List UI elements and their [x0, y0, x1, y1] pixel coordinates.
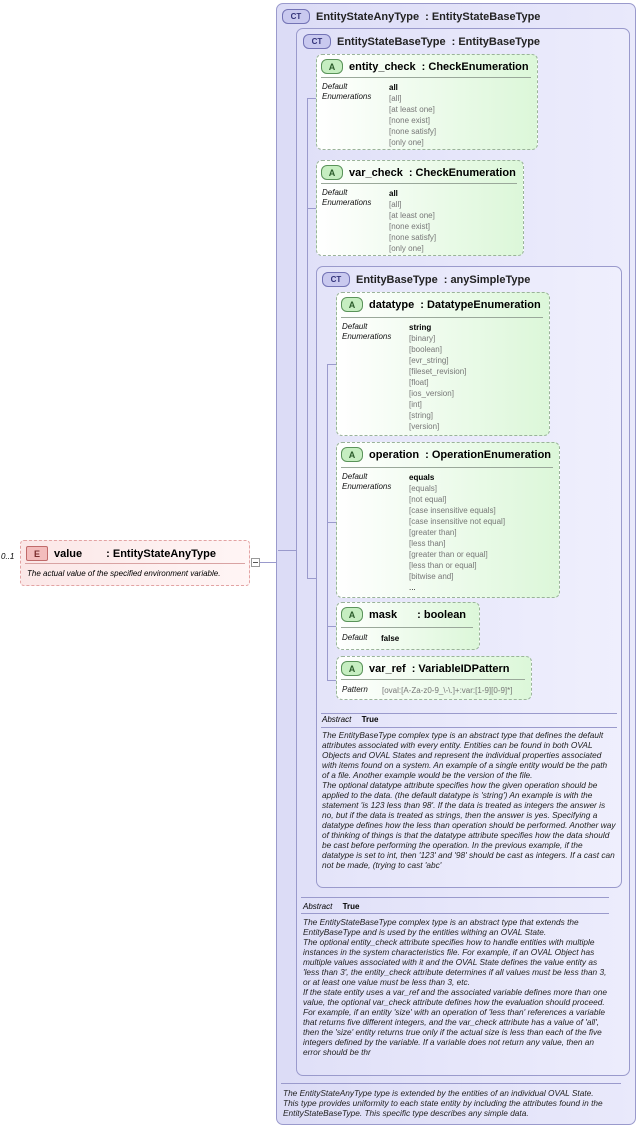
- abstract-value: True: [361, 715, 379, 724]
- pattern-label: Pattern: [342, 685, 368, 694]
- ct-badge-icon: CT: [322, 272, 350, 287]
- enum-values: all [all] [at least one] [none exist] [n…: [389, 189, 437, 253]
- enum-values: equals [equals] [not equal] [case insens…: [409, 473, 506, 592]
- enumerations-label: Enumerations: [322, 92, 372, 101]
- expand-toggle[interactable]: [251, 558, 260, 567]
- ct-name: EntityBaseType: [356, 273, 438, 286]
- ct-name: EntityStateBaseType: [337, 35, 446, 48]
- attribute-type: : OperationEnumeration: [425, 448, 552, 461]
- abstract-value: True: [342, 902, 360, 911]
- ct-base: : EntityBaseType: [451, 35, 541, 48]
- attribute-type: : CheckEnumeration: [421, 60, 529, 73]
- default-label: Default: [322, 82, 348, 91]
- attribute-name: datatype: [369, 298, 415, 311]
- attribute-badge: A: [321, 165, 343, 180]
- attribute-badge: A: [321, 59, 343, 74]
- abstract-label: Abstract: [303, 902, 333, 911]
- default-label: Default: [342, 472, 368, 481]
- element-type: : EntityStateAnyType: [106, 547, 216, 560]
- attribute-type: : DatatypeEnumeration: [420, 298, 541, 311]
- attribute-type: : CheckEnumeration: [408, 166, 516, 179]
- attribute-badge: A: [341, 447, 363, 462]
- enum-values: string [binary] [boolean] [evr_string] […: [409, 323, 467, 431]
- enum-values: all [all] [at least one] [none exist] [n…: [389, 83, 437, 147]
- attribute-name: entity_check: [349, 60, 416, 73]
- element-multiplicity: 0..1: [1, 552, 15, 561]
- inner-doc: The EntityBaseType complex type is an ab…: [322, 730, 616, 870]
- default-label: Default: [322, 188, 348, 197]
- default-value: false: [381, 634, 400, 643]
- enumerations-label: Enumerations: [322, 198, 372, 207]
- ct-base: : EntityStateBaseType: [425, 10, 541, 23]
- outer-doc: The EntityStateAnyType type is extended …: [283, 1088, 603, 1118]
- element-value-box[interactable]: E value : EntityStateAnyType The actual …: [20, 540, 250, 586]
- attribute-badge: A: [341, 661, 363, 676]
- attribute-type: : boolean: [417, 608, 467, 621]
- enumerations-label: Enumerations: [342, 482, 392, 491]
- attr-var-check[interactable]: A var_check : CheckEnumeration Default E…: [316, 160, 524, 256]
- ct-base: : anySimpleType: [443, 273, 531, 286]
- attr-operation[interactable]: A operation : OperationEnumeration Defau…: [336, 442, 560, 598]
- ct-name: EntityStateAnyType: [316, 10, 420, 23]
- attribute-name: var_check: [349, 166, 403, 179]
- attribute-badge: A: [341, 607, 363, 622]
- attr-var-ref[interactable]: A var_ref : VariableIDPattern Pattern [o…: [336, 656, 532, 700]
- attribute-name: var_ref: [369, 662, 406, 675]
- attr-datatype[interactable]: A datatype : DatatypeEnumeration Default…: [336, 292, 550, 436]
- attr-mask[interactable]: A mask : boolean Default false: [336, 602, 480, 650]
- middle-doc: The EntityStateBaseType complex type is …: [303, 917, 607, 1057]
- attribute-type: : VariableIDPattern: [411, 662, 510, 675]
- default-label: Default: [342, 633, 368, 642]
- element-badge: E: [26, 546, 48, 561]
- attribute-badge: A: [341, 297, 363, 312]
- default-label: Default: [342, 322, 368, 331]
- enumerations-label: Enumerations: [342, 332, 392, 341]
- element-name: value: [54, 547, 83, 560]
- element-doc: The actual value of the specified enviro…: [27, 569, 221, 578]
- attr-entity-check[interactable]: A entity_check : CheckEnumeration Defaul…: [316, 54, 538, 150]
- ct-badge-icon: CT: [282, 9, 310, 24]
- attribute-name: operation: [369, 448, 420, 461]
- pattern-value: [oval:[A-Za-z0-9_\-\.]+:var:[1-9][0-9]*]: [382, 686, 513, 695]
- attribute-name: mask: [369, 608, 398, 621]
- abstract-label: Abstract: [322, 715, 352, 724]
- ct-badge-icon: CT: [303, 34, 331, 49]
